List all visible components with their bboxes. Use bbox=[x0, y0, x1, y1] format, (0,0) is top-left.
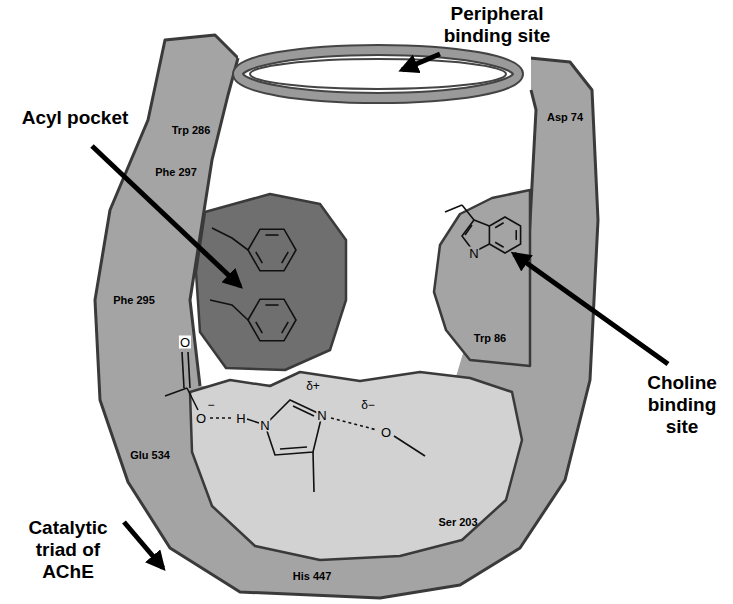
residue-label: Phe 297 bbox=[155, 166, 197, 179]
imidazole-ring bbox=[247, 400, 425, 492]
peripheral-ring bbox=[238, 50, 518, 98]
residue-label: Ser 203 bbox=[438, 516, 477, 529]
charge-label: − bbox=[207, 399, 214, 413]
charge-label: δ+ bbox=[306, 380, 320, 394]
gorge-interior bbox=[190, 40, 536, 386]
gorge-wall bbox=[95, 35, 598, 598]
ring-outline bbox=[248, 229, 296, 271]
ring-outline bbox=[248, 299, 296, 341]
site-label: Catalytic triad of AChE bbox=[12, 517, 124, 583]
site-label: Acyl pocket bbox=[15, 107, 135, 129]
peripheral-ring-inner bbox=[250, 59, 506, 89]
atom-label: H bbox=[235, 412, 246, 425]
ring-outline bbox=[489, 217, 520, 253]
site-label: Choline binding site bbox=[636, 372, 728, 438]
atom-label: N bbox=[316, 409, 327, 422]
residue-label: Trp 86 bbox=[474, 332, 506, 345]
double-bond bbox=[282, 252, 289, 263]
atom-label: N bbox=[468, 247, 479, 260]
double-bond bbox=[265, 234, 278, 236]
catalytic-region bbox=[190, 372, 522, 560]
double-bond bbox=[515, 230, 517, 240]
residue-label: Trp 286 bbox=[172, 124, 211, 137]
leader-arrow bbox=[92, 54, 668, 568]
residue-label: Asp 74 bbox=[547, 111, 583, 124]
site-label: Peripheral binding site bbox=[417, 3, 577, 47]
double-bond bbox=[282, 322, 289, 333]
double-bond bbox=[495, 223, 504, 228]
residue-label: His 447 bbox=[293, 570, 332, 583]
choline-pocket bbox=[434, 190, 530, 366]
carboxylate bbox=[165, 352, 198, 410]
residue-label: Glu 534 bbox=[130, 449, 170, 462]
ring-structures bbox=[248, 217, 521, 341]
double-bond bbox=[495, 242, 504, 247]
double-bond bbox=[256, 322, 263, 333]
charge-label: δ− bbox=[361, 399, 375, 413]
atom-label: O bbox=[380, 426, 392, 439]
double-bond bbox=[256, 252, 263, 263]
peripheral-ring bbox=[238, 50, 518, 98]
atom-label: O bbox=[195, 412, 207, 425]
double-bond bbox=[265, 304, 278, 306]
acyl-pocket bbox=[196, 194, 346, 370]
atom-label: N bbox=[259, 419, 270, 432]
residue-label: Phe 295 bbox=[113, 294, 155, 307]
atom-label: O bbox=[179, 336, 191, 349]
indole-ring bbox=[445, 205, 489, 252]
